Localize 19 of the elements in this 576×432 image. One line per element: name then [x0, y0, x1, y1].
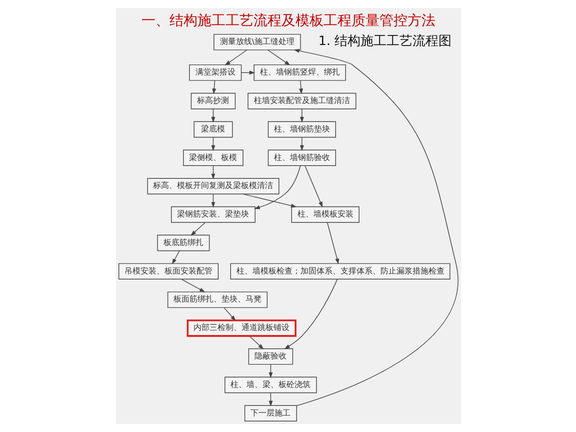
diagram-title: 一、结构施工工艺流程及模板工程质量管控方法	[141, 13, 436, 30]
arrow	[180, 278, 205, 292]
arrow	[254, 166, 300, 210]
arrow	[299, 137, 304, 151]
arrow	[293, 48, 458, 406]
arrow	[171, 250, 180, 264]
arrow	[212, 80, 216, 94]
arrow	[304, 165, 322, 208]
arrow	[299, 108, 304, 123]
arrow	[190, 222, 205, 236]
arrow	[326, 222, 338, 264]
arrow	[224, 50, 247, 66]
arrow	[242, 194, 296, 208]
label: 1. 结构施工工艺流程图	[318, 34, 452, 50]
arrow	[266, 50, 290, 66]
arrow	[298, 80, 302, 94]
arrow	[248, 336, 264, 350]
arrow	[223, 307, 236, 322]
arrow	[284, 278, 338, 350]
